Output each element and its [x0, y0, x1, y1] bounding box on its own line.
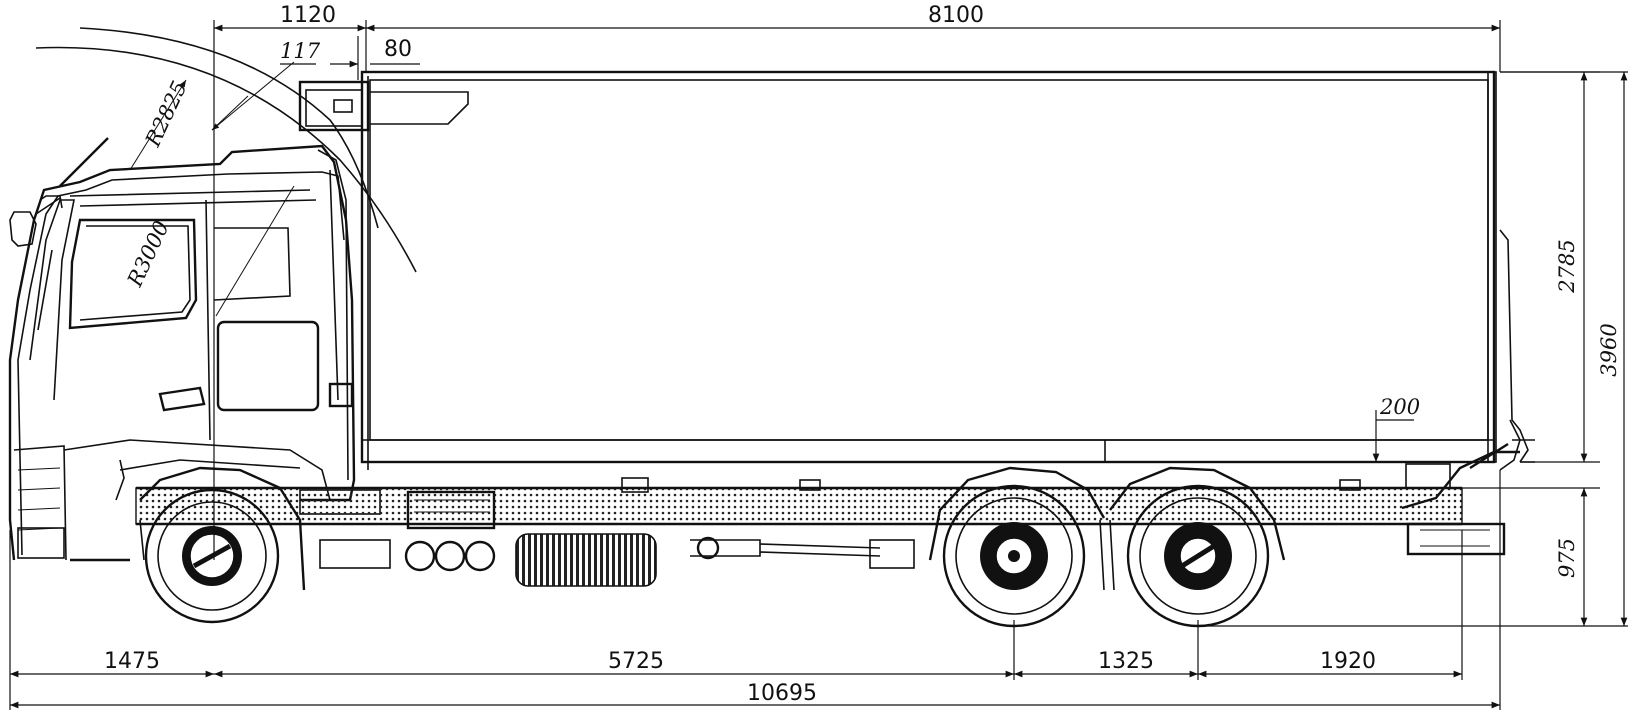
front-wheel	[144, 488, 280, 624]
dim-200: 200	[1379, 395, 1420, 419]
dim-1325: 1325	[1098, 649, 1154, 674]
dim-10695: 10695	[747, 681, 817, 706]
dim-975: 975	[1555, 538, 1579, 578]
dim-1475: 1475	[104, 649, 160, 674]
dim-5725: 5725	[608, 649, 664, 674]
dimension-labels: 1120 8100 117 80 R2825 R3000 2785 3960 9…	[104, 3, 1621, 706]
dim-r3000: R3000	[122, 217, 173, 291]
dim-1120: 1120	[280, 3, 336, 28]
refrigeration-unit	[298, 76, 469, 470]
dimension-lines	[9, 20, 1628, 710]
rear-fenders	[928, 466, 1286, 591]
dim-1920: 1920	[1320, 649, 1376, 674]
dim-2785: 2785	[1555, 239, 1579, 293]
rear-wheel-2	[1126, 484, 1270, 628]
front-fender	[139, 466, 306, 591]
dim-8100: 8100	[928, 3, 984, 28]
dim-3960: 3960	[1597, 323, 1621, 376]
dim-80: 80	[384, 37, 412, 62]
chassis-frame	[135, 419, 1521, 587]
tilt-radius-arcs	[35, 27, 417, 317]
dim-r2825: R2825	[140, 77, 191, 151]
cargo-body	[360, 70, 1535, 464]
dim-117: 117	[280, 39, 321, 63]
truck-cab	[8, 137, 391, 569]
